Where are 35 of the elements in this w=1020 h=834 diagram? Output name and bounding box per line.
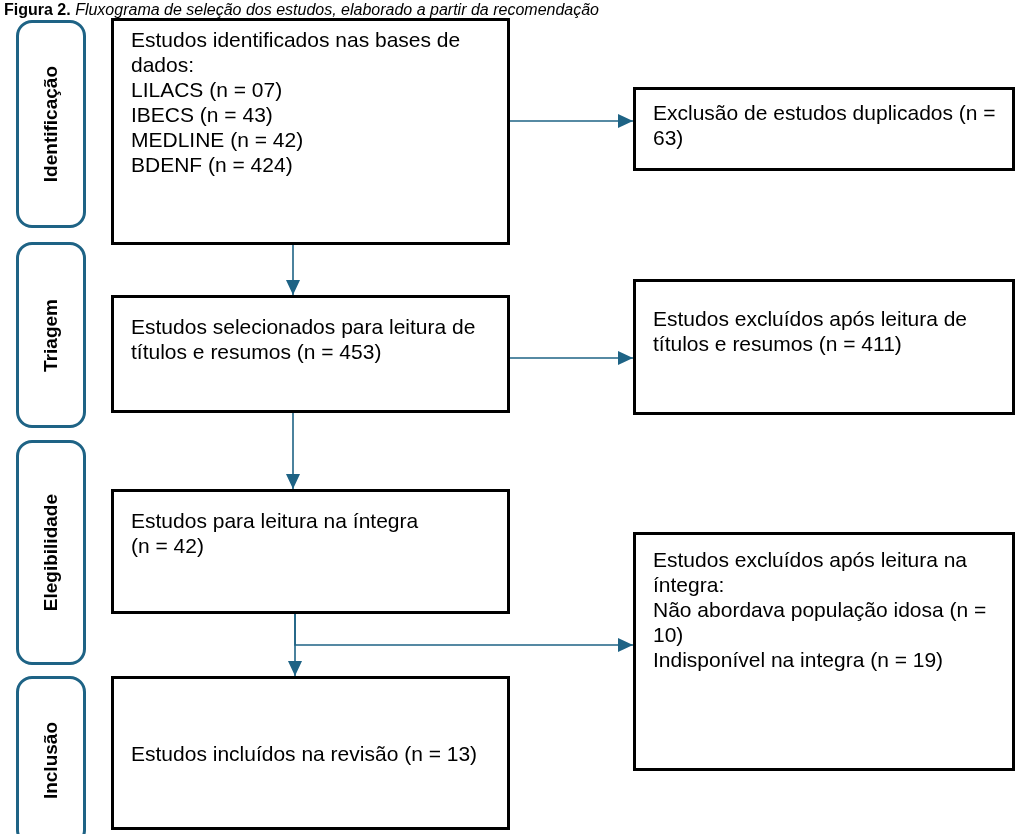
box-text: Estudos incluídos na revisão (n = 13) bbox=[131, 740, 479, 766]
stage-label-box bbox=[16, 20, 86, 228]
box-text: IBECS (n = 43) bbox=[131, 102, 274, 127]
stage-label-box bbox=[16, 242, 86, 428]
arrow bbox=[286, 412, 300, 490]
process-box bbox=[111, 18, 510, 245]
process-box bbox=[633, 279, 1015, 415]
stage-label-box bbox=[16, 440, 86, 665]
stage-label-box bbox=[16, 676, 86, 834]
box-text: (n = 42) bbox=[131, 533, 205, 558]
arrow bbox=[509, 114, 634, 128]
box-text: Estudos para leitura na íntegra bbox=[131, 508, 420, 533]
stage-label: Triagem bbox=[40, 298, 62, 372]
process-box bbox=[111, 489, 510, 614]
figure-title: Figura 2. Fluxograma de seleção dos estudos, elaborado a partir da recomendação bbox=[4, 0, 599, 19]
process-box bbox=[633, 532, 1015, 771]
process-box bbox=[633, 87, 1015, 171]
box-text: BDENF (n = 424) bbox=[131, 152, 294, 177]
box-text: Estudos excluídos após leitura de títulos e resumos (n = 411) bbox=[653, 306, 969, 356]
box-text: LILACS (n = 07) bbox=[131, 77, 284, 102]
box-text: Indisponível na integra (n = 19) bbox=[653, 647, 945, 672]
box-text: Exclusão de estudos duplicados (n = 63) bbox=[653, 100, 997, 150]
arrow bbox=[288, 613, 302, 677]
stage-label: Elegibilidade bbox=[40, 493, 62, 612]
stage-label: Identificação bbox=[40, 65, 62, 183]
arrow bbox=[509, 351, 634, 365]
stage-label: Inclusão bbox=[40, 722, 62, 800]
box-text: MEDLINE (n = 42) bbox=[131, 127, 305, 152]
process-box bbox=[111, 676, 510, 830]
arrow bbox=[286, 244, 300, 296]
box-text: Estudos identificados nas bases de dados: bbox=[131, 27, 462, 77]
box-text: Não abordava população idosa (n = 10) bbox=[653, 597, 988, 647]
process-box bbox=[111, 295, 510, 413]
box-text: Estudos selecionados para leitura de títulos e resumos (n = 453) bbox=[131, 314, 477, 364]
box-text: Estudos excluídos após leitura na íntegra: bbox=[653, 547, 969, 597]
